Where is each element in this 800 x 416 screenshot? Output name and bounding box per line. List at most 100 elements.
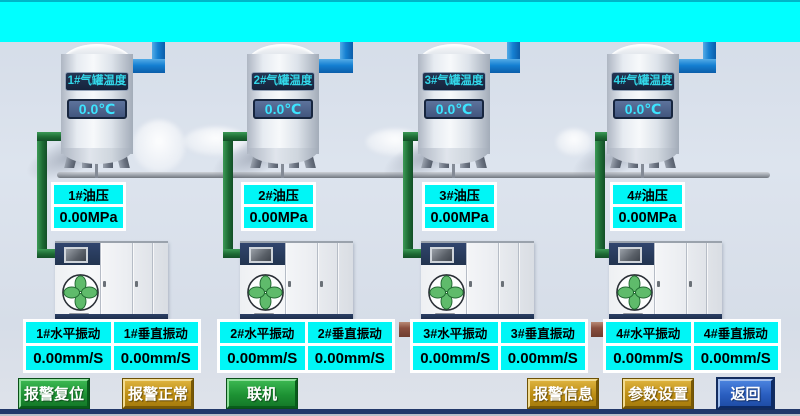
gas-tank: 4#气罐温度 0.0℃ bbox=[607, 44, 679, 164]
gas-tank: 2#气罐温度 0.0℃ bbox=[247, 44, 319, 164]
tank-temp-label: 3#气罐温度 bbox=[422, 72, 486, 91]
tank-drain-pipe bbox=[452, 156, 455, 178]
cabinet-seam bbox=[498, 243, 499, 314]
compressor-display-screen bbox=[249, 247, 273, 263]
cabinet-seam bbox=[152, 243, 153, 314]
green-pipe-bottom-elbow bbox=[595, 249, 619, 258]
back-button[interactable]: 返回 bbox=[718, 379, 773, 408]
fan-icon bbox=[62, 274, 99, 311]
oil-pressure-label: 2#油压 bbox=[244, 185, 313, 204]
vibration-horizontal-label: 3#水平振动 bbox=[413, 322, 498, 343]
green-pipe-vertical bbox=[223, 132, 233, 258]
vibration-horizontal-label: 2#水平振动 bbox=[220, 322, 305, 343]
green-pipe-bottom-elbow bbox=[403, 249, 431, 258]
tank-bottom bbox=[61, 148, 133, 164]
vibration-vertical-label: 4#垂直振动 bbox=[693, 322, 778, 343]
background-tank bbox=[184, 127, 248, 155]
vibration-panel: 1#水平振动 1#垂直振动 0.00mm/S 0.00mm/S bbox=[23, 319, 201, 373]
cabinet-seam bbox=[466, 243, 467, 314]
alarm-reset-button[interactable]: 报警复位 bbox=[19, 379, 89, 408]
air-compressor bbox=[609, 241, 722, 320]
green-pipe-top-elbow bbox=[223, 132, 259, 141]
green-pipe-top-elbow bbox=[403, 132, 430, 141]
vibration-horizontal-label: 4#水平振动 bbox=[606, 322, 691, 343]
fan-icon bbox=[247, 274, 284, 311]
vibration-horizontal-value: 0.00mm/S bbox=[220, 346, 305, 370]
background-tank bbox=[133, 120, 185, 172]
alarm-info-button[interactable]: 报警信息 bbox=[528, 379, 598, 408]
green-pipe-vertical bbox=[37, 132, 47, 258]
cabinet-seam bbox=[132, 243, 133, 314]
tank-drain-pipe bbox=[95, 156, 98, 178]
door-handle bbox=[501, 281, 504, 287]
oil-pressure-panel: 2#油压 0.00MPa bbox=[241, 182, 316, 231]
background-tank bbox=[556, 129, 592, 155]
cabinet-seam bbox=[654, 243, 655, 314]
cabinet-seam bbox=[317, 243, 318, 314]
tank-temp-label: 4#气罐温度 bbox=[611, 72, 675, 91]
vibration-vertical-label: 1#垂直振动 bbox=[113, 322, 198, 343]
vibration-horizontal-value: 0.00mm/S bbox=[413, 346, 498, 370]
vibration-vertical-value: 0.00mm/S bbox=[500, 346, 585, 370]
cabinet-seam bbox=[518, 243, 519, 314]
compressor-base bbox=[240, 314, 353, 320]
header-air-duct bbox=[0, 0, 800, 42]
tank-temp-value: 0.0℃ bbox=[613, 99, 673, 119]
door-handle bbox=[689, 281, 692, 287]
oil-pressure-value: 0.00MPa bbox=[613, 207, 682, 228]
door-handle bbox=[657, 281, 660, 287]
compressor-control-panel bbox=[609, 243, 654, 265]
compressor-control-panel bbox=[421, 243, 466, 265]
door-handle bbox=[103, 281, 106, 287]
air-compressor bbox=[240, 241, 353, 320]
oil-pressure-label: 4#油压 bbox=[613, 185, 682, 204]
oil-pressure-panel: 1#油压 0.00MPa bbox=[51, 182, 126, 231]
green-pipe-vertical bbox=[403, 132, 413, 258]
vibration-panel: 3#水平振动 3#垂直振动 0.00mm/S 0.00mm/S bbox=[410, 319, 588, 373]
online-button[interactable]: 联机 bbox=[227, 379, 297, 408]
compressor-display-screen bbox=[430, 247, 454, 263]
vibration-panel: 2#水平振动 2#垂直振动 0.00mm/S 0.00mm/S bbox=[217, 319, 395, 373]
compressor-base bbox=[55, 314, 168, 320]
alarm-status-button[interactable]: 报警正常 bbox=[123, 379, 193, 408]
green-pipe-top-elbow bbox=[37, 132, 73, 141]
tank-bottom bbox=[247, 148, 319, 164]
door-handle bbox=[320, 281, 323, 287]
air-compressor bbox=[421, 241, 534, 320]
vibration-vertical-value: 0.00mm/S bbox=[307, 346, 392, 370]
fan-icon bbox=[616, 274, 653, 311]
cabinet-seam bbox=[285, 243, 286, 314]
tank-temp-label: 1#气罐温度 bbox=[65, 72, 129, 91]
tank-drain-pipe bbox=[641, 156, 644, 178]
door-handle bbox=[288, 281, 291, 287]
vibration-panel: 4#水平振动 4#垂直振动 0.00mm/S 0.00mm/S bbox=[603, 319, 781, 373]
tank-temp-value: 0.0℃ bbox=[253, 99, 313, 119]
param-settings-button[interactable]: 参数设置 bbox=[623, 379, 693, 408]
tank-temp-value: 0.0℃ bbox=[67, 99, 127, 119]
compressor-display-screen bbox=[618, 247, 642, 263]
vibration-horizontal-value: 0.00mm/S bbox=[26, 346, 111, 370]
vibration-horizontal-label: 1#水平振动 bbox=[26, 322, 111, 343]
green-pipe-bottom-elbow bbox=[223, 249, 250, 258]
oil-pressure-value: 0.00MPa bbox=[54, 207, 123, 228]
cabinet-seam bbox=[686, 243, 687, 314]
oil-pressure-value: 0.00MPa bbox=[425, 207, 494, 228]
oil-pressure-panel: 3#油压 0.00MPa bbox=[422, 182, 497, 231]
fan-icon bbox=[428, 274, 465, 311]
footer-edge bbox=[0, 414, 800, 416]
tank-temp-value: 0.0℃ bbox=[424, 99, 484, 119]
pipe-stub bbox=[399, 322, 411, 337]
footer-bar bbox=[0, 409, 800, 414]
cabinet-seam bbox=[337, 243, 338, 314]
compressor-base bbox=[421, 314, 534, 320]
vibration-vertical-label: 3#垂直振动 bbox=[500, 322, 585, 343]
green-pipe-vertical bbox=[595, 132, 605, 258]
oil-pressure-panel: 4#油压 0.00MPa bbox=[610, 182, 685, 231]
door-handle bbox=[469, 281, 472, 287]
oil-pressure-label: 1#油压 bbox=[54, 185, 123, 204]
tank-drain-pipe bbox=[281, 156, 284, 178]
compressor-control-panel bbox=[240, 243, 285, 265]
